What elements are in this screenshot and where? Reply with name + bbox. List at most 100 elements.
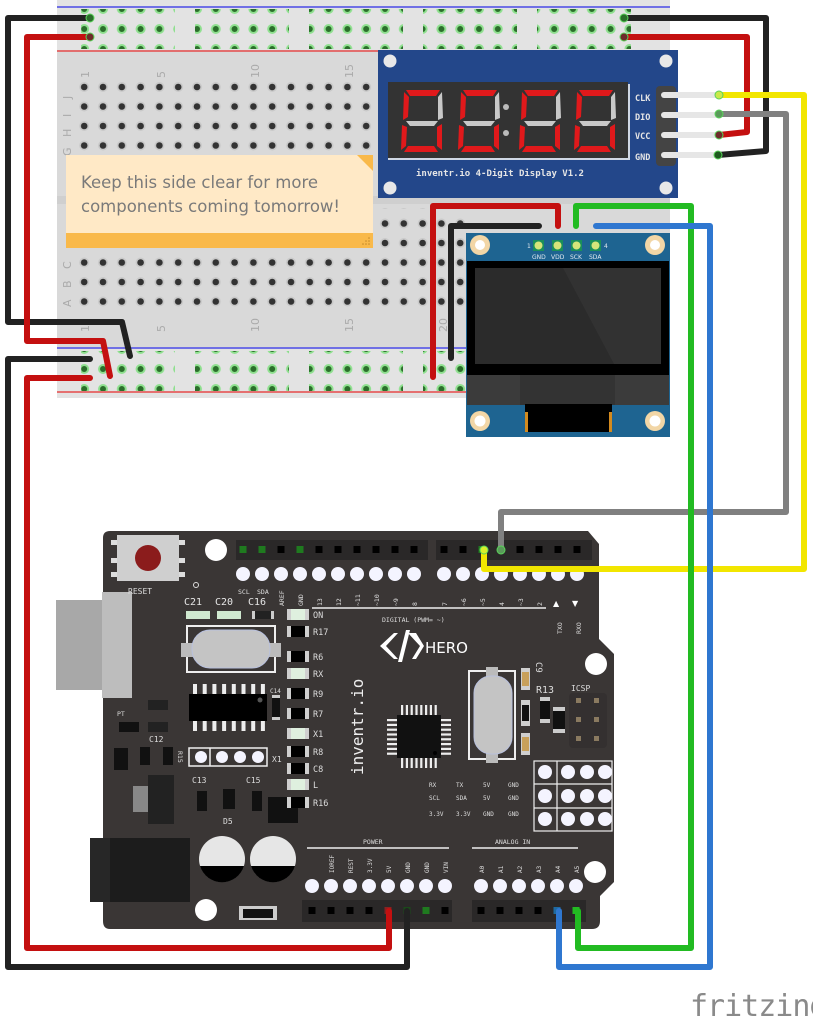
pin-vcc[interactable] <box>661 132 719 138</box>
wire-sda[interactable] <box>556 223 713 970</box>
header-pad[interactable] <box>236 567 250 581</box>
analog-header[interactable] <box>472 900 586 922</box>
wire-oled-vdd[interactable] <box>430 203 561 380</box>
header-pad[interactable] <box>407 567 421 581</box>
wire-oled-gnd[interactable] <box>448 223 542 361</box>
power-header-socket[interactable] <box>327 907 335 914</box>
power-header-socket[interactable] <box>308 907 316 914</box>
wire-sck[interactable] <box>573 203 694 951</box>
io-pad[interactable] <box>561 765 575 779</box>
io-pad[interactable] <box>561 789 575 803</box>
pin-dio[interactable] <box>661 112 719 118</box>
wire-gnd-to-7seg[interactable] <box>621 15 769 158</box>
power-pad[interactable] <box>419 879 433 893</box>
io-pad[interactable] <box>538 812 552 826</box>
wire-5v-to-arduino[interactable] <box>24 375 392 951</box>
analog-pad[interactable] <box>474 879 488 893</box>
wire-dio[interactable] <box>498 111 789 553</box>
header-socket[interactable] <box>334 546 342 553</box>
analog-header-socket[interactable] <box>515 907 523 914</box>
note-resize-grip[interactable] <box>362 237 370 245</box>
seven-segment-display-module[interactable]: inventr.io 4-Digit Display V1.2 CLK DIO … <box>378 50 719 198</box>
header-socket[interactable] <box>296 546 304 553</box>
wire-gnd-to-arduino[interactable] <box>5 356 410 970</box>
power-header-socket[interactable] <box>441 907 449 914</box>
header-pad[interactable] <box>274 567 288 581</box>
io-pad[interactable] <box>580 789 594 803</box>
io-pad[interactable] <box>561 812 575 826</box>
sticky-note[interactable]: Keep this side clear for more components… <box>66 155 373 248</box>
header-socket[interactable] <box>239 546 247 553</box>
header-socket[interactable] <box>277 546 285 553</box>
wire-vcc-to-7seg[interactable] <box>621 34 750 138</box>
oled-display-module[interactable]: 1 4 GND VDD SCK SDA <box>466 233 670 437</box>
pin-gnd[interactable] <box>661 152 719 158</box>
analog-pad[interactable] <box>550 879 564 893</box>
io-pad-grid[interactable] <box>533 760 613 832</box>
analog-header-socket[interactable] <box>477 907 485 914</box>
digital-header-left[interactable] <box>236 540 428 560</box>
analog-pad[interactable] <box>493 879 507 893</box>
power-header-socket[interactable] <box>422 907 430 914</box>
header-pad[interactable] <box>331 567 345 581</box>
power-pad[interactable] <box>362 879 376 893</box>
analog-pad[interactable] <box>512 879 526 893</box>
oled-pin-sck[interactable] <box>572 241 581 250</box>
io-pad[interactable] <box>598 789 612 803</box>
pin-label: ~10 <box>373 594 381 606</box>
header-socket[interactable] <box>258 546 266 553</box>
ic-leg <box>231 684 236 695</box>
header-pad[interactable] <box>388 567 402 581</box>
reset-button[interactable] <box>111 535 185 581</box>
power-header[interactable] <box>302 900 452 922</box>
header-socket[interactable] <box>410 546 418 553</box>
wire-gnd-top-rail-left[interactable] <box>5 15 133 359</box>
header-socket[interactable] <box>353 546 361 553</box>
icsp-header[interactable] <box>569 693 607 748</box>
io-pad[interactable] <box>598 812 612 826</box>
header-socket[interactable] <box>372 546 380 553</box>
power-header-socket[interactable] <box>365 907 373 914</box>
wire-clk[interactable] <box>481 92 807 572</box>
header-pad[interactable] <box>312 567 326 581</box>
header-socket[interactable] <box>516 546 524 553</box>
io-pad[interactable] <box>580 765 594 779</box>
label-r15: R15 <box>176 751 184 763</box>
power-header-socket[interactable] <box>346 907 354 914</box>
header-socket[interactable] <box>315 546 323 553</box>
power-pad[interactable] <box>343 879 357 893</box>
header-pad[interactable] <box>255 567 269 581</box>
header-pad[interactable] <box>350 567 364 581</box>
header-socket[interactable] <box>535 546 543 553</box>
power-pad[interactable] <box>324 879 338 893</box>
header-pad[interactable] <box>293 567 307 581</box>
power-pad[interactable] <box>438 879 452 893</box>
oled-pin-gnd[interactable] <box>534 241 543 250</box>
analog-pad[interactable] <box>569 879 583 893</box>
digital-header-right[interactable] <box>436 540 592 560</box>
header-pad[interactable] <box>369 567 383 581</box>
header-pad[interactable] <box>437 567 451 581</box>
wire-5v-top-rail-left[interactable] <box>24 34 113 379</box>
pin-clk[interactable] <box>661 92 719 98</box>
header-socket[interactable] <box>440 546 448 553</box>
oled-pin-sda[interactable] <box>591 241 600 250</box>
oled-pin-vdd[interactable] <box>553 241 562 250</box>
io-pad[interactable] <box>538 789 552 803</box>
analog-header-socket[interactable] <box>496 907 504 914</box>
header-socket[interactable] <box>459 546 467 553</box>
header-socket[interactable] <box>554 546 562 553</box>
power-pad[interactable] <box>400 879 414 893</box>
analog-header-socket[interactable] <box>534 907 542 914</box>
header-pad[interactable] <box>456 567 470 581</box>
io-pad[interactable] <box>538 765 552 779</box>
analog-pad[interactable] <box>531 879 545 893</box>
header-socket[interactable] <box>573 546 581 553</box>
header-socket[interactable] <box>391 546 399 553</box>
wires[interactable] <box>5 15 807 970</box>
io-pad[interactable] <box>580 812 594 826</box>
io-pad[interactable] <box>598 765 612 779</box>
power-pad[interactable] <box>305 879 319 893</box>
power-pad[interactable] <box>381 879 395 893</box>
